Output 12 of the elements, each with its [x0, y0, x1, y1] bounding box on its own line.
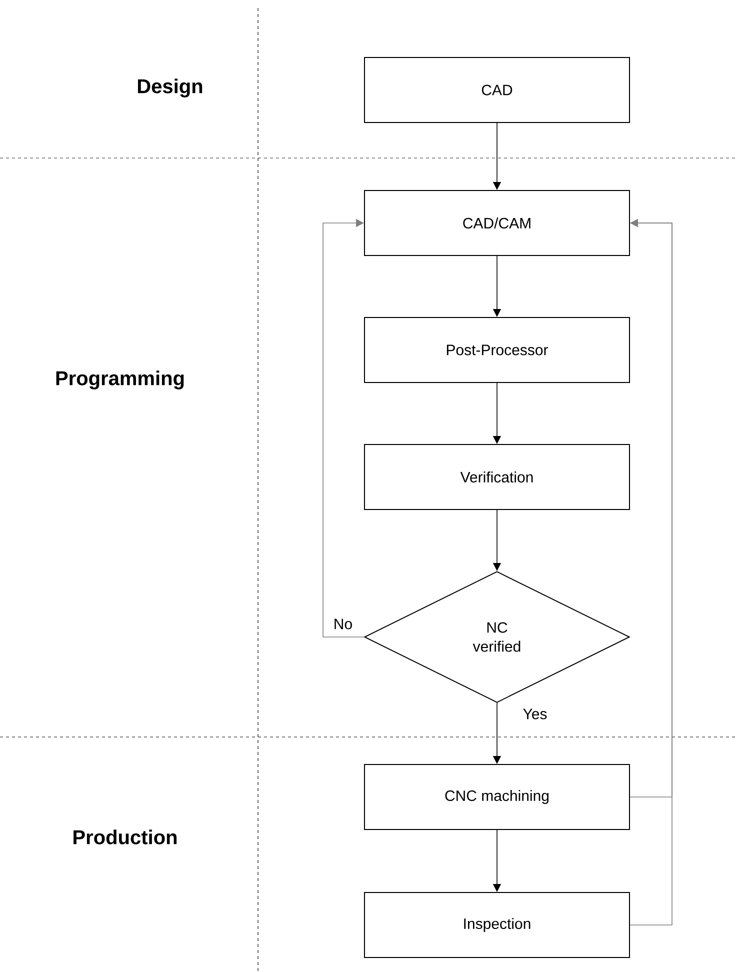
process-box: Verification	[364, 444, 630, 510]
process-box: CAD	[364, 57, 630, 123]
process-box: Inspection	[364, 892, 630, 958]
process-box: CAD/CAM	[364, 190, 630, 256]
edge-label: No	[332, 618, 354, 630]
process-box: CNC machining	[364, 764, 630, 830]
process-box: Post-Processor	[364, 317, 630, 383]
arrow	[322, 218, 364, 638]
phase-label: Production	[74, 830, 177, 844]
edge-label: Yes	[522, 708, 548, 720]
phase-label: Programming	[56, 370, 184, 390]
phase-label: Design	[138, 78, 202, 98]
